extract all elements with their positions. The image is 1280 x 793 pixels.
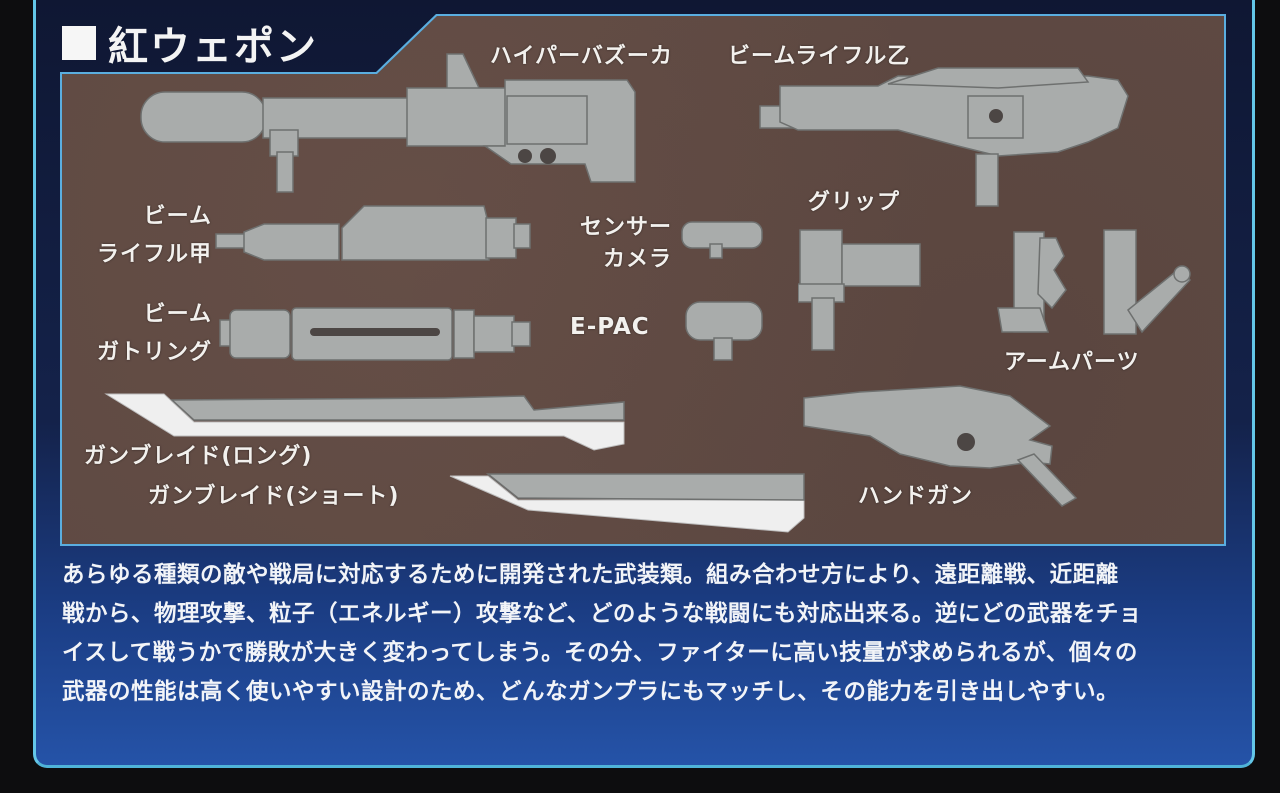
beam-rifle-otsu-label: ビームライフル乙 xyxy=(728,44,911,69)
weapon-description: あらゆる種類の敵や戦局に対応するために開発された武装類。組み合わせ方により、遠距… xyxy=(62,556,1222,712)
beam-gatling-label-line2: ガトリング xyxy=(96,340,212,365)
handgun-image xyxy=(803,385,1078,507)
title-square-marker xyxy=(62,26,96,60)
grip-label: グリップ xyxy=(808,190,901,215)
description-line-2: 戦から、物理攻撃、粒子（エネルギー）攻撃など、どのような戦闘にも対応出来る。逆に… xyxy=(62,601,1142,627)
beam-gatling-label: ビーム ガトリング xyxy=(72,296,212,372)
description-line-4: 武器の性能は高く使いやすい設計のため、どんなガンプラにもマッチし、その能力を引き… xyxy=(62,679,1120,705)
sensor-camera-label-line1: センサー xyxy=(579,215,672,240)
hyper-bazooka-label: ハイパーバズーカ xyxy=(490,44,673,69)
sensor-camera-image xyxy=(681,221,763,259)
grip-image xyxy=(798,229,921,351)
description-line-1: あらゆる種類の敵や戦局に対応するために開発された武装類。組み合わせ方により、遠距… xyxy=(62,562,1119,588)
beam-rifle-otsu-image xyxy=(759,67,1129,207)
sensor-camera-label: センサー カメラ xyxy=(548,212,672,276)
gunblade-short-label: ガンブレイド(ショート) xyxy=(148,484,400,509)
gunblade-short-image xyxy=(449,473,805,533)
card-title-text: 紅ウェポン xyxy=(108,24,318,70)
description-line-3: イスして戦うかで勝敗が大きく変わってしまう。その分、ファイターに高い技量が求めら… xyxy=(62,640,1138,666)
beam-rifle-ko-label-line2: ライフル甲 xyxy=(96,242,212,267)
beam-rifle-ko-image xyxy=(215,205,531,261)
arm-parts-label: アームパーツ xyxy=(1004,350,1140,375)
hyper-bazooka-image xyxy=(140,53,636,193)
arm-parts-image xyxy=(997,229,1191,335)
gunblade-long-image xyxy=(104,393,625,451)
sensor-camera-label-line2: カメラ xyxy=(602,247,672,272)
beam-rifle-ko-label: ビーム ライフル甲 xyxy=(72,198,212,274)
beam-gatling-image xyxy=(219,307,531,361)
e-pac-label: E-PAC xyxy=(570,314,650,340)
card-title: 紅ウェポン xyxy=(62,14,318,72)
beam-rifle-ko-label-line1: ビーム xyxy=(143,204,212,229)
gunblade-long-label: ガンブレイド(ロング) xyxy=(84,444,313,469)
e-pac-image xyxy=(685,301,763,361)
beam-gatling-label-line1: ビーム xyxy=(143,302,212,327)
handgun-label: ハンドガン xyxy=(858,484,974,509)
